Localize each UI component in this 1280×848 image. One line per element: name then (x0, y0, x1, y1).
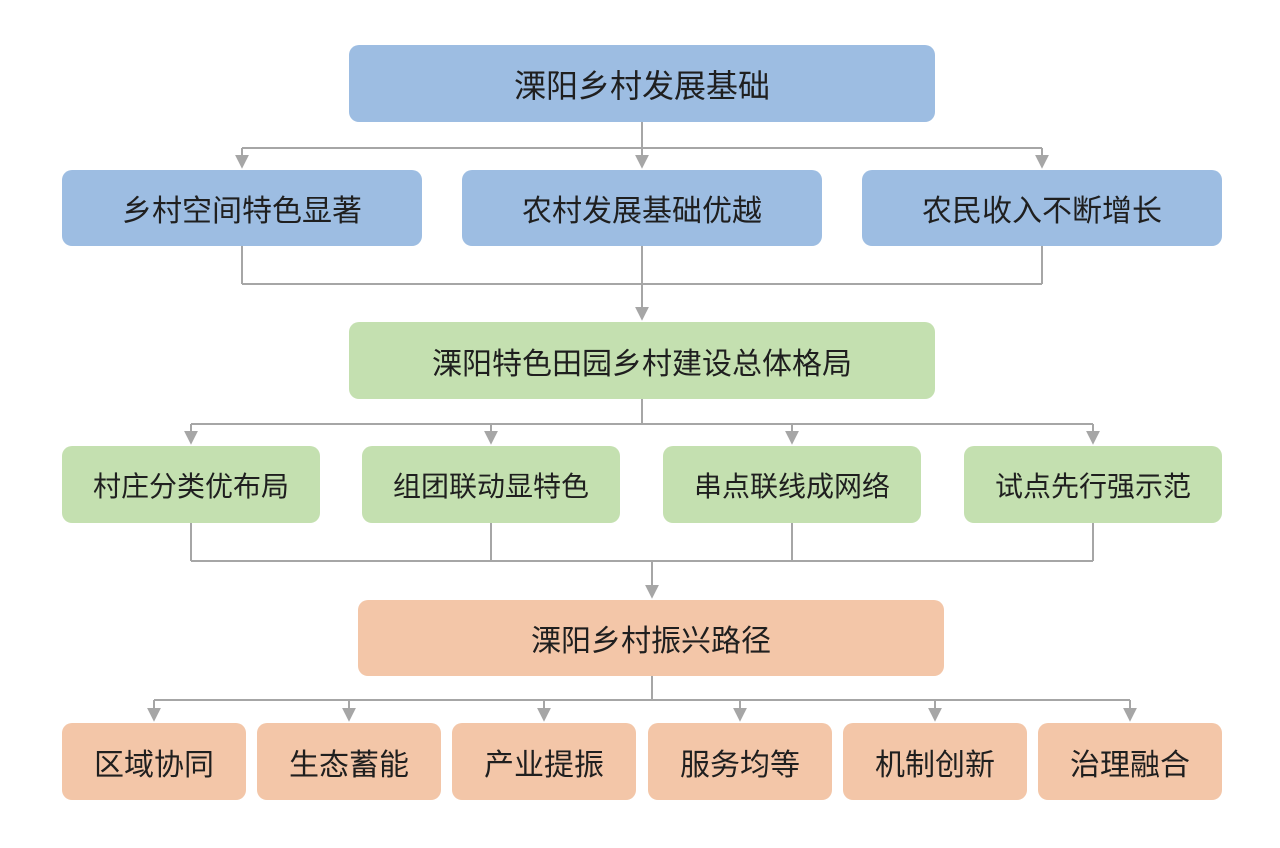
layout-item-box: 串点联线成网络 (663, 446, 921, 523)
layout-title-box: 溧阳特色田园乡村建设总体格局 (349, 322, 935, 399)
foundation-item-box: 乡村空间特色显著 (62, 170, 422, 246)
layout-item-box: 试点先行强示范 (964, 446, 1222, 523)
path-item-box: 产业提振 (452, 723, 636, 800)
layout-item-box: 组团联动显特色 (362, 446, 620, 523)
layout-item-box: 村庄分类优布局 (62, 446, 320, 523)
foundation-item-box: 农村发展基础优越 (462, 170, 822, 246)
path-title-box: 溧阳乡村振兴路径 (358, 600, 944, 676)
foundation-title-box: 溧阳乡村发展基础 (349, 45, 935, 122)
path-item-box: 区域协同 (62, 723, 246, 800)
path-item-box: 治理融合 (1038, 723, 1222, 800)
path-item-box: 生态蓄能 (257, 723, 441, 800)
foundation-item-box: 农民收入不断增长 (862, 170, 1222, 246)
path-item-box: 机制创新 (843, 723, 1027, 800)
path-item-box: 服务均等 (648, 723, 832, 800)
